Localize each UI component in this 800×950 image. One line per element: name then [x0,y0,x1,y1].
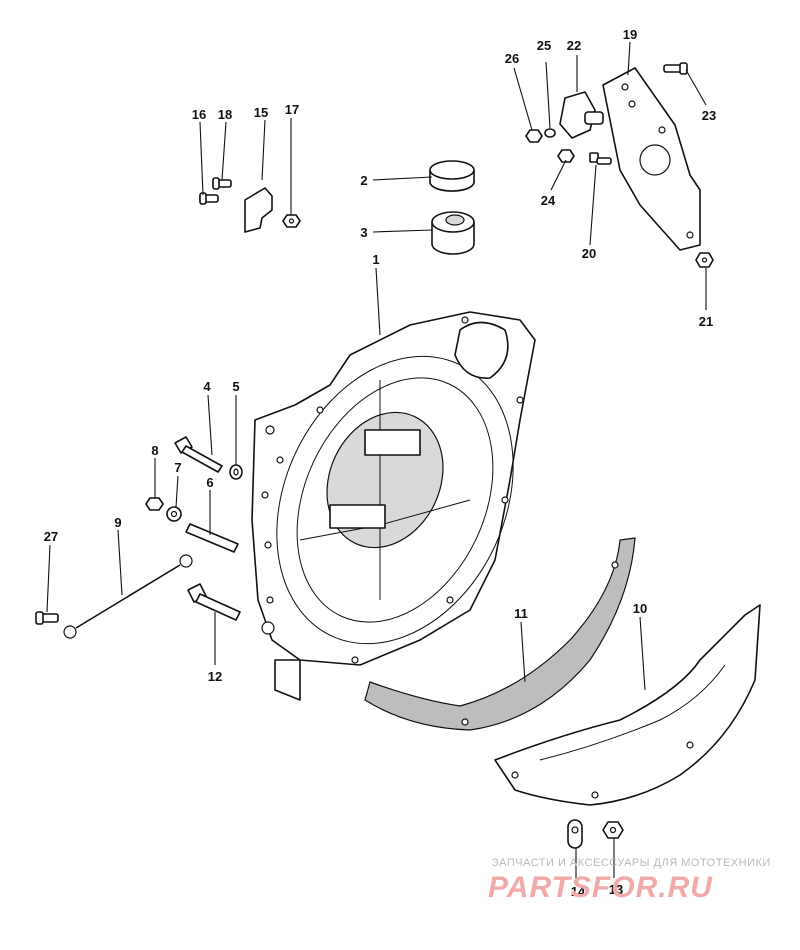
screw-20 [589,152,612,165]
callout-15: 15 [254,105,268,120]
clip-14 [567,819,583,849]
washer-25 [544,128,556,138]
stud-6 [185,523,239,553]
gasket-11 [364,537,636,731]
nut-13 [602,821,624,839]
callout-13: 13 [609,882,623,897]
nut-17 [282,214,301,228]
nut-8 [145,497,164,511]
callout-20: 20 [582,246,596,261]
screw-16 [199,192,219,205]
callout-12: 12 [208,669,222,684]
callout-27: 27 [44,529,58,544]
screw-23 [663,62,688,75]
callout-22: 22 [567,38,581,53]
callout-16: 16 [192,107,206,122]
nut-26 [525,129,543,143]
washer-7 [166,506,182,522]
knob-22 [559,91,604,139]
callout-9: 9 [114,515,121,530]
bolt-12 [187,583,241,621]
washer-5 [229,464,243,480]
ground-strap-9 [63,554,193,639]
bushing-ring [429,160,475,192]
callout-labels: 1 2 3 4 5 6 7 8 9 10 11 12 13 14 15 16 1… [44,27,716,899]
callout-17: 17 [285,102,299,117]
callout-21: 21 [699,314,713,329]
bracket-plate-19 [602,67,701,251]
callout-2: 2 [360,173,367,188]
callout-18: 18 [218,107,232,122]
cover-plate-10 [494,604,761,806]
callout-26: 26 [505,51,519,66]
bolt-4 [174,436,223,473]
callout-7: 7 [174,460,181,475]
callout-5: 5 [232,379,239,394]
watermark-tagline: ЗАПЧАСТИ И АКСЕССУАРЫ ДЛЯ МОТОТЕХНИКИ [492,857,771,869]
nut-21 [695,252,714,268]
callout-25: 25 [537,38,551,53]
flywheel-housing [251,311,536,701]
callout-19: 19 [623,27,637,42]
mount-bushing [431,211,475,255]
nut-24 [557,149,575,163]
callout-10: 10 [633,601,647,616]
screw-27 [35,611,59,625]
callout-24: 24 [541,193,556,208]
callout-8: 8 [151,443,158,458]
callout-1: 1 [372,252,379,267]
callout-23: 23 [702,108,716,123]
leader-lines [46,41,707,880]
callout-11: 11 [514,606,528,621]
watermark-logo: PARTSFOR.RU [488,871,713,904]
callout-3: 3 [360,225,367,240]
callout-4: 4 [203,379,211,394]
callout-14: 14 [571,884,586,899]
callout-6: 6 [206,475,213,490]
watermark: ЗАПЧАСТИ И АКСЕССУАРЫ ДЛЯ МОТОТЕХНИКИ PA… [488,857,771,904]
bracket-15 [244,187,273,233]
